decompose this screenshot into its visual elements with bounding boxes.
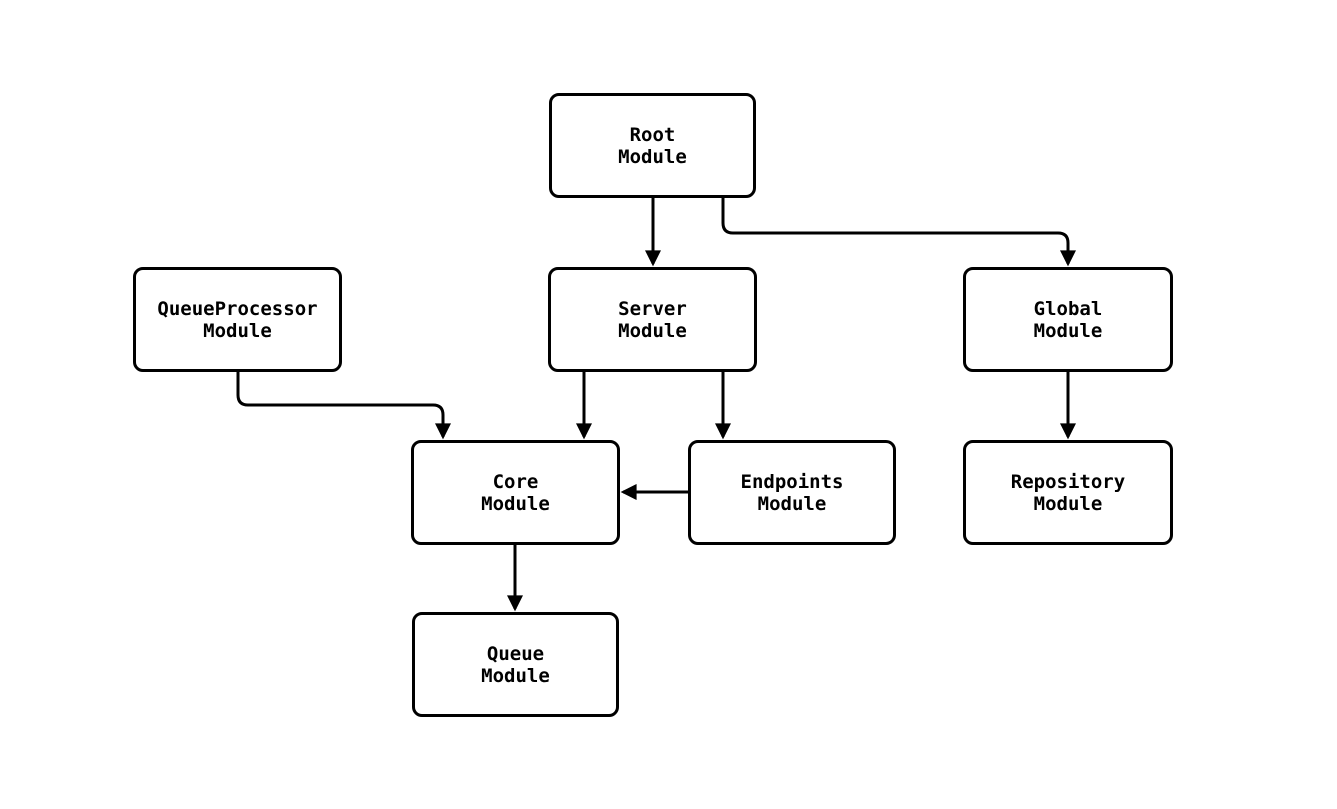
node-root: Root Module: [549, 93, 756, 198]
node-repository: Repository Module: [963, 440, 1173, 545]
node-label-global: Global Module: [1033, 297, 1103, 342]
node-label-root: Root Module: [618, 123, 687, 168]
edge-queueprocessor-core: [236, 372, 451, 440]
node-label-queueprocessor: QueueProcessor Module: [157, 297, 318, 342]
node-queue: Queue Module: [412, 612, 619, 717]
node-label-core: Core Module: [481, 470, 550, 515]
node-endpoints: Endpoints Module: [688, 440, 896, 545]
node-label-repository: Repository Module: [1010, 470, 1126, 515]
node-label-queue: Queue Module: [481, 642, 550, 687]
node-label-server: Server Module: [618, 297, 687, 342]
node-queueprocessor: QueueProcessor Module: [133, 267, 342, 372]
node-label-endpoints: Endpoints Module: [740, 470, 844, 515]
node-global: Global Module: [963, 267, 1173, 372]
node-server: Server Module: [548, 267, 757, 372]
node-core: Core Module: [411, 440, 620, 545]
edge-root-global: [721, 198, 1076, 267]
